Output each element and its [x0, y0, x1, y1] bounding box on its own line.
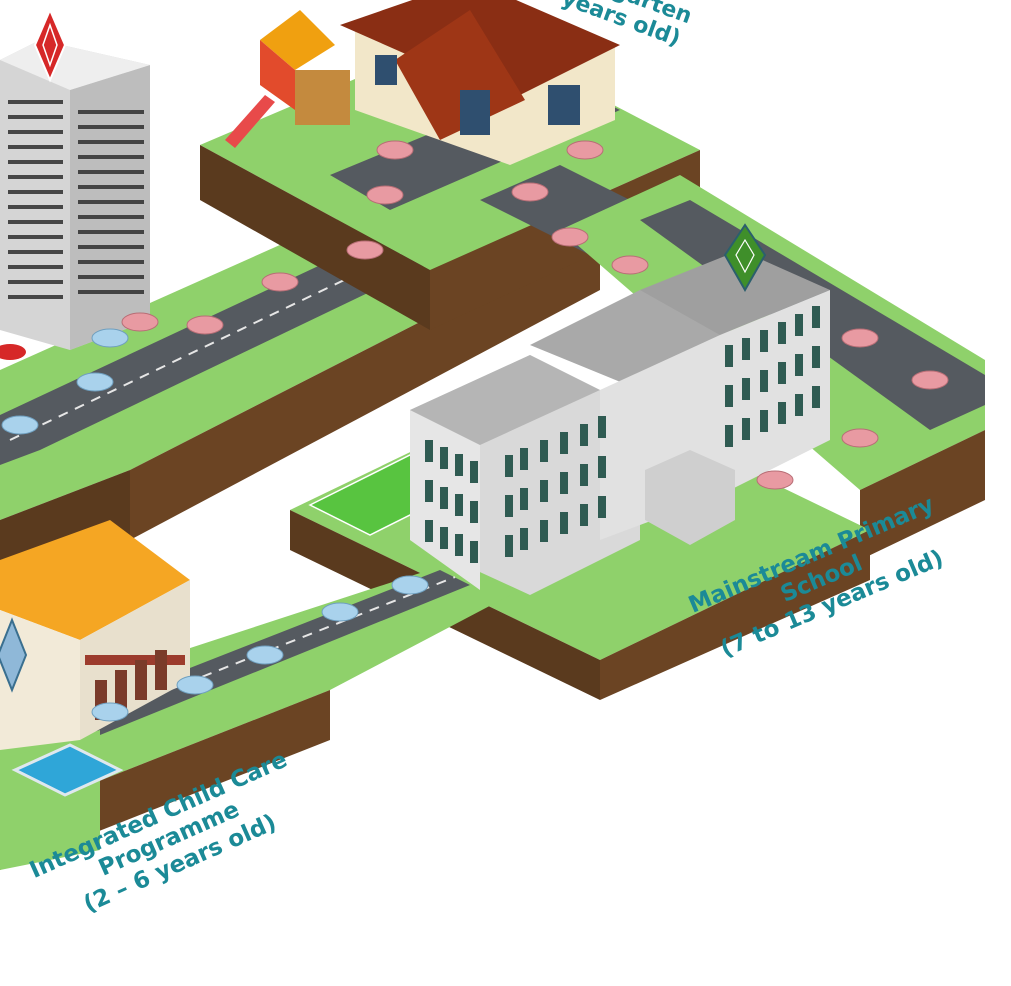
kindergarten-house: [340, 0, 620, 165]
tower-building: [0, 40, 150, 350]
playground: [225, 10, 350, 148]
childcare-block: [0, 560, 520, 870]
diamond-marker-red-icon: [33, 7, 67, 83]
diamond-marker-blue-icon: [0, 617, 28, 693]
cars: [0, 140, 949, 722]
diamond-marker-green-icon: [723, 223, 767, 293]
school-building: [410, 250, 830, 595]
